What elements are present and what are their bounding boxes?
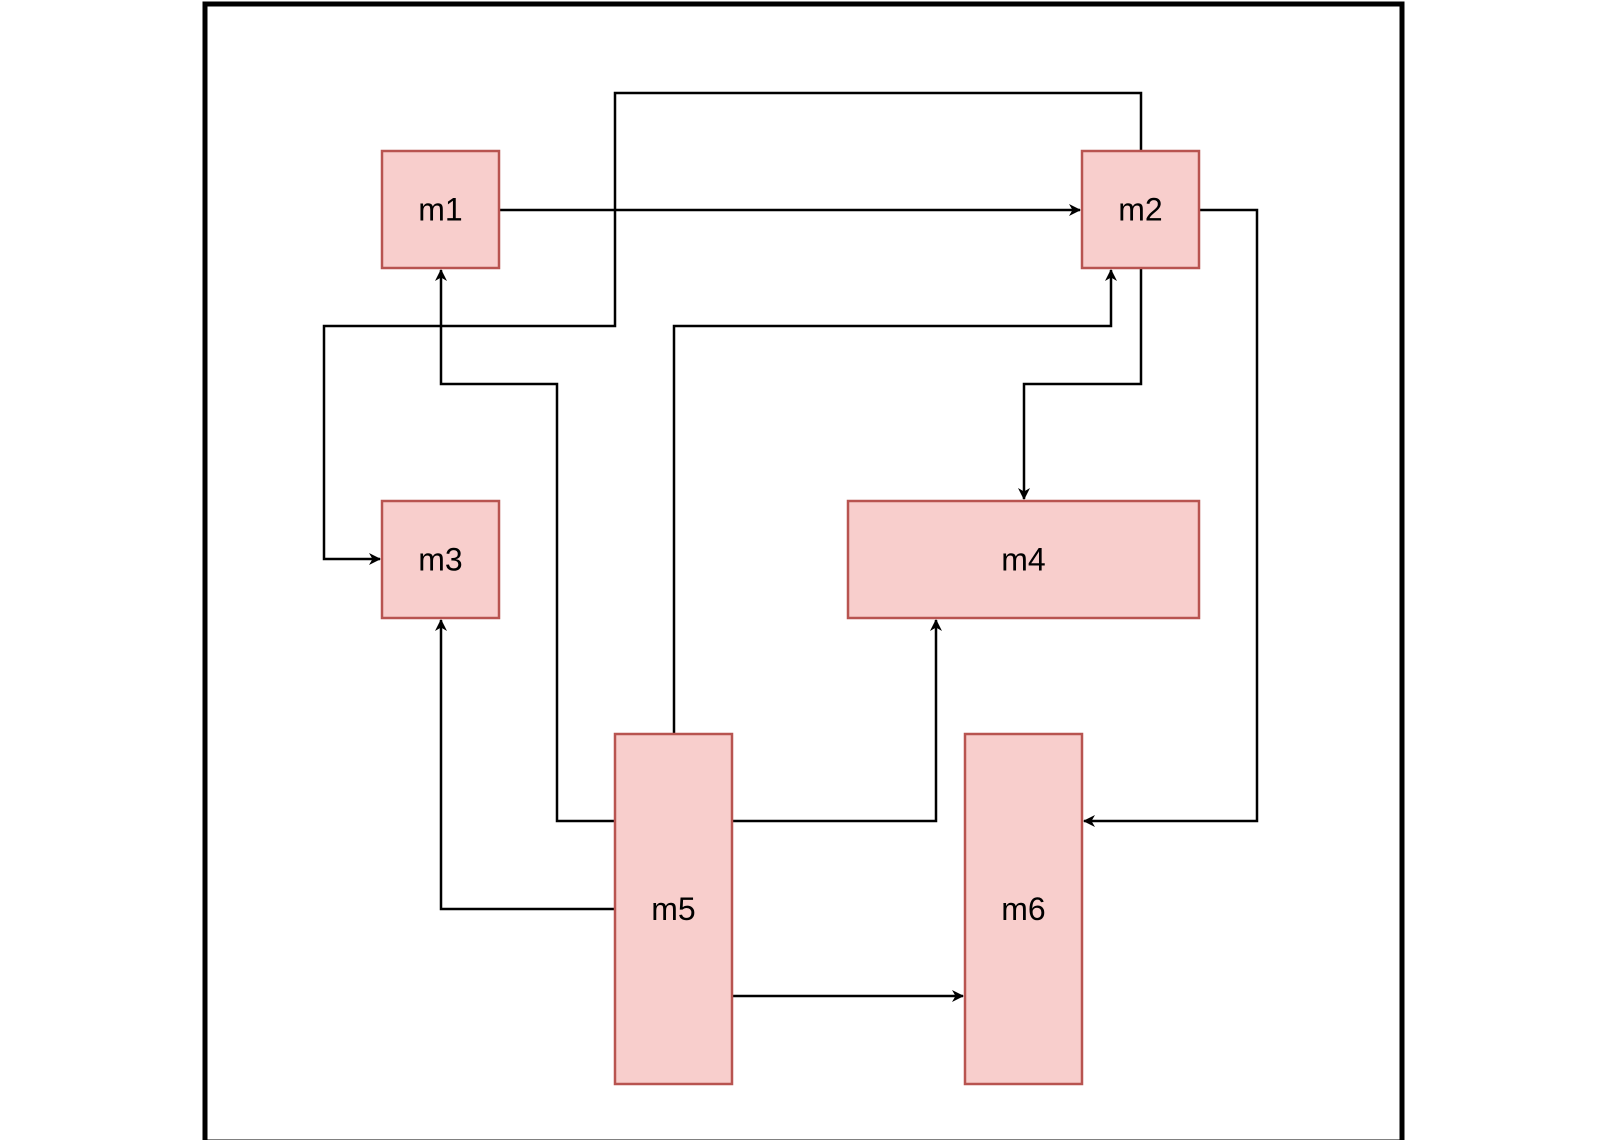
edge-m5-to-m4: [732, 619, 942, 823]
module-label-m5: m5: [651, 891, 695, 927]
module-label-m1: m1: [418, 192, 462, 228]
module-box-m2: [1080, 149, 1201, 270]
module-label-m6: m6: [1001, 891, 1045, 927]
module-box-m4: [846, 499, 1201, 620]
module-label-m2: m2: [1118, 192, 1162, 228]
edge-m5-to-m3: [435, 619, 615, 911]
edge-m2-to-m4: [1018, 268, 1143, 500]
edge-m5-to-m1: [435, 269, 615, 823]
edges-layer: [322, 91, 1259, 1002]
module-box-m6: [963, 732, 1084, 1086]
module-box-m5: [613, 732, 734, 1086]
module-m5: m5: [613, 732, 734, 1086]
module-m2: m2: [1080, 149, 1201, 270]
module-m1: m1: [380, 149, 501, 270]
module-m6: m6: [963, 732, 1084, 1086]
module-label-m3: m3: [418, 542, 462, 578]
diagram-frame: [202, 1, 1405, 1140]
module-m3: m3: [380, 499, 501, 620]
module-label-m4: m4: [1001, 542, 1045, 578]
edge-m2-to-m6: [1083, 208, 1259, 827]
module-box-m1: [380, 149, 501, 270]
edge-m2-to-m3: [322, 91, 1143, 565]
module-m4: m4: [846, 499, 1201, 620]
edge-m5-to-m2: [672, 269, 1117, 734]
module-box-m3: [380, 499, 501, 620]
modules-layer: m1 m2 m3 m4 m5 m6: [380, 149, 1201, 1086]
